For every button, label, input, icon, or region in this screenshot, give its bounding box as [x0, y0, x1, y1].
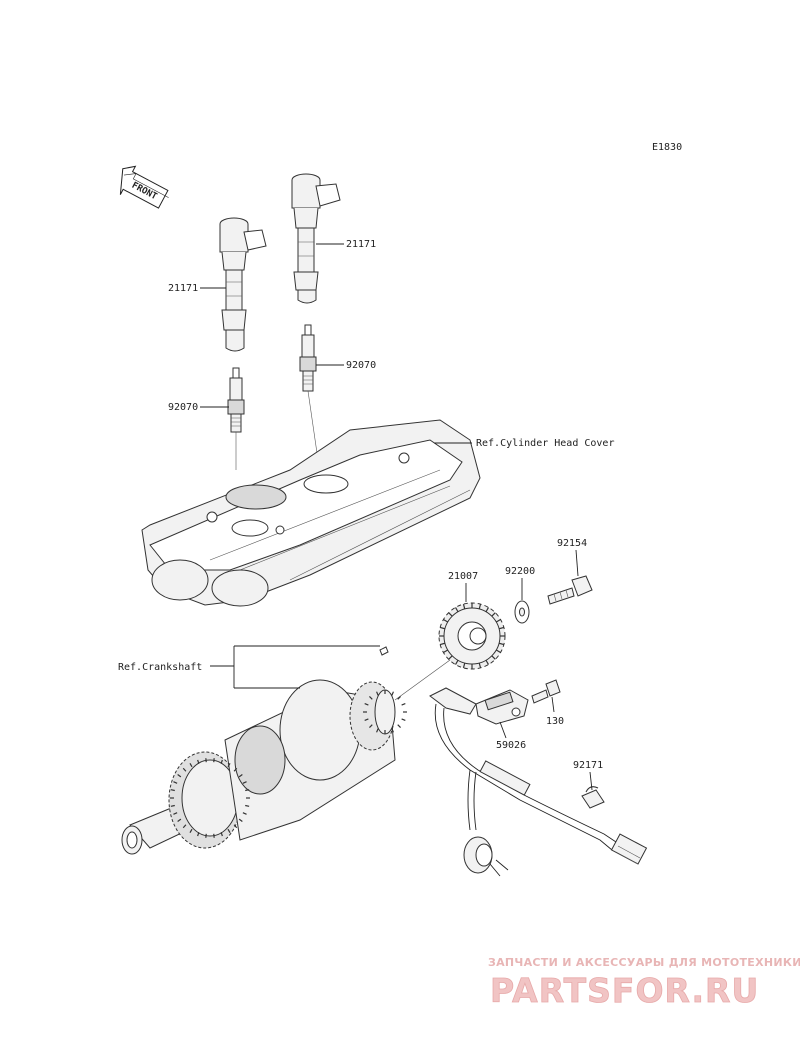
- label-rotor: 21007: [448, 571, 478, 582]
- spark-plug-right: [299, 324, 317, 392]
- crank-position-sensor: [429, 687, 648, 877]
- ignition-coil-left: [219, 217, 267, 352]
- label-bolt: 92154: [557, 538, 587, 549]
- crankshaft: [121, 646, 396, 855]
- label-coil-right: 21171: [346, 239, 376, 250]
- label-head-cover: Ref.Cylinder Head Cover: [476, 438, 614, 449]
- watermark: ЗАПЧАСТИ И АКСЕССУАРЫ ДЛЯ МОТОТЕХНИКИ PA…: [488, 956, 800, 1010]
- label-plug-right: 92070: [346, 360, 376, 371]
- label-coil-left: 21171: [168, 283, 198, 294]
- watermark-logo: PARTSFOR.RU: [490, 971, 759, 1010]
- label-washer: 92200: [505, 566, 535, 577]
- label-crankshaft: Ref.Crankshaft: [118, 662, 202, 673]
- washer: [514, 600, 530, 624]
- crank-sprocket-teeth: [363, 690, 407, 734]
- diagram-code: E1830: [652, 142, 682, 153]
- label-sensor-bolt: 130: [546, 716, 564, 727]
- watermark-tagline: ЗАПЧАСТИ И АКСЕССУАРЫ ДЛЯ МОТОТЕХНИКИ: [488, 956, 800, 969]
- label-sensor: 59026: [496, 740, 526, 751]
- sensor-bolt: [531, 679, 561, 704]
- crank-gear-teeth: [170, 758, 250, 838]
- spark-plug-left: [227, 367, 245, 433]
- label-clamp: 92171: [573, 760, 603, 771]
- cylinder-head-cover: [141, 419, 481, 607]
- timing-rotor: [438, 602, 506, 670]
- label-plug-left: 92070: [168, 402, 198, 413]
- wire-clamp: [581, 786, 605, 809]
- rotor-teeth: [439, 603, 505, 669]
- rotor-bolt: [547, 575, 593, 605]
- ignition-coil-right: [291, 173, 341, 304]
- front-arrow-icon: FRONT: [119, 165, 169, 209]
